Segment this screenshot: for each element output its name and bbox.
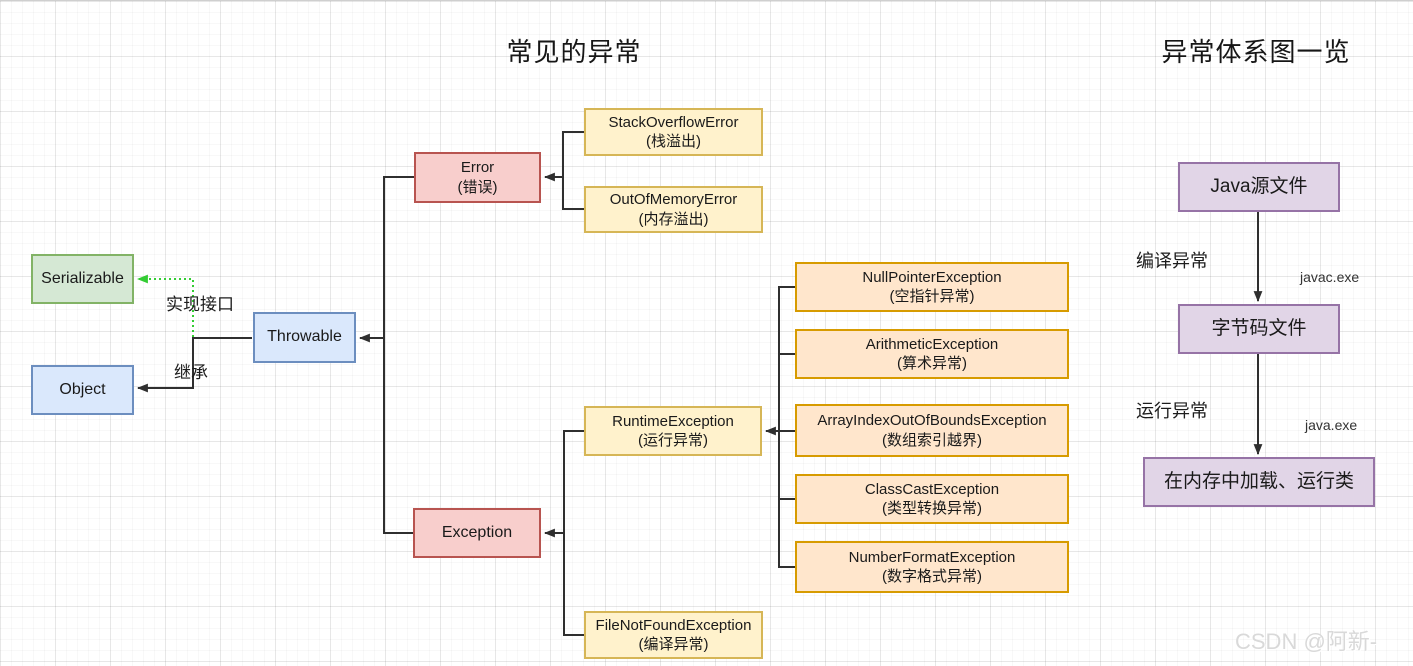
node-sublabel: (栈溢出) <box>646 133 701 150</box>
node-label: ArithmeticException <box>865 335 999 353</box>
node-label: ArrayIndexOutOfBoundsException <box>817 412 1047 430</box>
label-implement-interface: 实现接口 <box>166 295 234 314</box>
node-label: NumberFormatException <box>848 548 1016 566</box>
node-label: OutOfMemoryError <box>609 191 738 209</box>
edge-error-children-bracket <box>562 131 584 210</box>
node-sublabel: (空指针异常) <box>889 288 975 305</box>
edge-exception-children-bracket <box>563 430 584 636</box>
node-array-index-out-of-bounds-exception: ArrayIndexOutOfBoundsException (数组索引越界) <box>795 404 1069 457</box>
node-sublabel: (内存溢出) <box>638 210 709 228</box>
node-label: ClassCastException <box>864 480 1000 498</box>
node-object: Object <box>31 365 134 415</box>
node-label: Throwable <box>267 328 342 346</box>
node-label: RuntimeException <box>612 412 734 430</box>
node-serializable: Serializable <box>31 254 134 304</box>
node-label: 字节码文件 <box>1211 317 1307 339</box>
node-error: Error (错误) <box>414 152 541 203</box>
title-exception-hierarchy-overview: 异常体系图一览 <box>1161 37 1351 67</box>
node-label: 在内存中加载、运行类 <box>1163 470 1354 492</box>
node-sublabel: (错误) <box>457 178 498 196</box>
label-compile-exception: 编译异常 <box>1136 251 1208 271</box>
node-sublabel: (算术异常) <box>897 355 967 372</box>
node-label: NullPointerException <box>862 268 1002 286</box>
node-out-of-memory-error: OutOfMemoryError (内存溢出) <box>584 186 763 233</box>
edge-trunk-error-exception <box>383 176 414 534</box>
node-sublabel: (数字格式异常) <box>882 568 982 585</box>
node-null-pointer-exception: NullPointerException (空指针异常) <box>795 262 1069 312</box>
edge-runtime-children-bracket <box>778 286 795 568</box>
label-java-exe: java.exe <box>1305 417 1358 433</box>
node-stack-overflow-error: StackOverflowError (栈溢出) <box>584 108 763 156</box>
node-number-format-exception: NumberFormatException (数字格式异常) <box>795 541 1069 593</box>
node-label: Error <box>460 159 495 177</box>
label-javac-exe: javac.exe <box>1300 269 1360 285</box>
node-sublabel: (类型转换异常) <box>882 500 982 517</box>
node-memory-load-run-class: 在内存中加载、运行类 <box>1143 457 1375 507</box>
node-sublabel: (编译异常) <box>638 636 709 653</box>
node-exception: Exception <box>413 508 541 558</box>
node-class-cast-exception: ClassCastException (类型转换异常) <box>795 474 1069 524</box>
node-label: Object <box>59 380 106 398</box>
node-label: Java源文件 <box>1210 175 1308 197</box>
node-sublabel: (数组索引越界) <box>882 431 982 449</box>
title-common-exceptions: 常见的异常 <box>506 37 642 67</box>
node-java-source-file: Java源文件 <box>1178 162 1340 212</box>
node-sublabel: (运行异常) <box>638 432 708 449</box>
node-label: FileNotFoundException <box>595 616 752 634</box>
node-arithmetic-exception: ArithmeticException (算术异常) <box>795 329 1069 379</box>
node-throwable: Throwable <box>253 312 356 363</box>
node-runtime-exception: RuntimeException (运行异常) <box>584 406 762 456</box>
label-inherit: 继承 <box>174 363 208 382</box>
watermark: CSDN @阿新- <box>1235 629 1378 654</box>
node-label: Exception <box>441 523 513 541</box>
node-file-not-found-exception: FileNotFoundException (编译异常) <box>584 611 763 659</box>
node-label: StackOverflowError <box>608 113 739 131</box>
node-bytecode-file: 字节码文件 <box>1178 304 1340 354</box>
node-label: Serializable <box>41 269 124 287</box>
label-runtime-exception: 运行异常 <box>1136 401 1208 421</box>
